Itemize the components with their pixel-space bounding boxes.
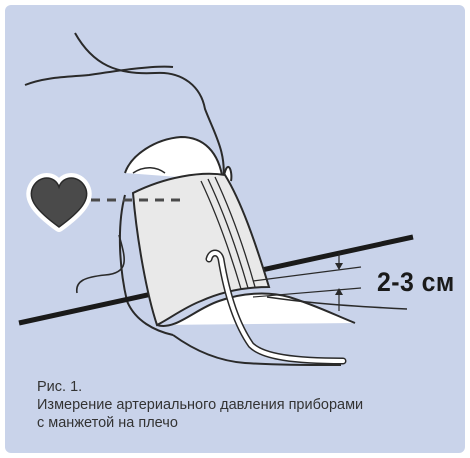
figure-frame: 2-3 см Рис. 1. Измерение артериального д… — [5, 5, 465, 453]
caption-number: Рис. 1. — [37, 378, 363, 396]
figure-caption: Рис. 1. Измерение артериального давления… — [37, 378, 363, 432]
caption-line-1: Измерение артериального давления прибора… — [37, 396, 363, 414]
caption-line-2: с манжетой на плечо — [37, 414, 363, 432]
measurement-label: 2-3 см — [377, 267, 455, 298]
